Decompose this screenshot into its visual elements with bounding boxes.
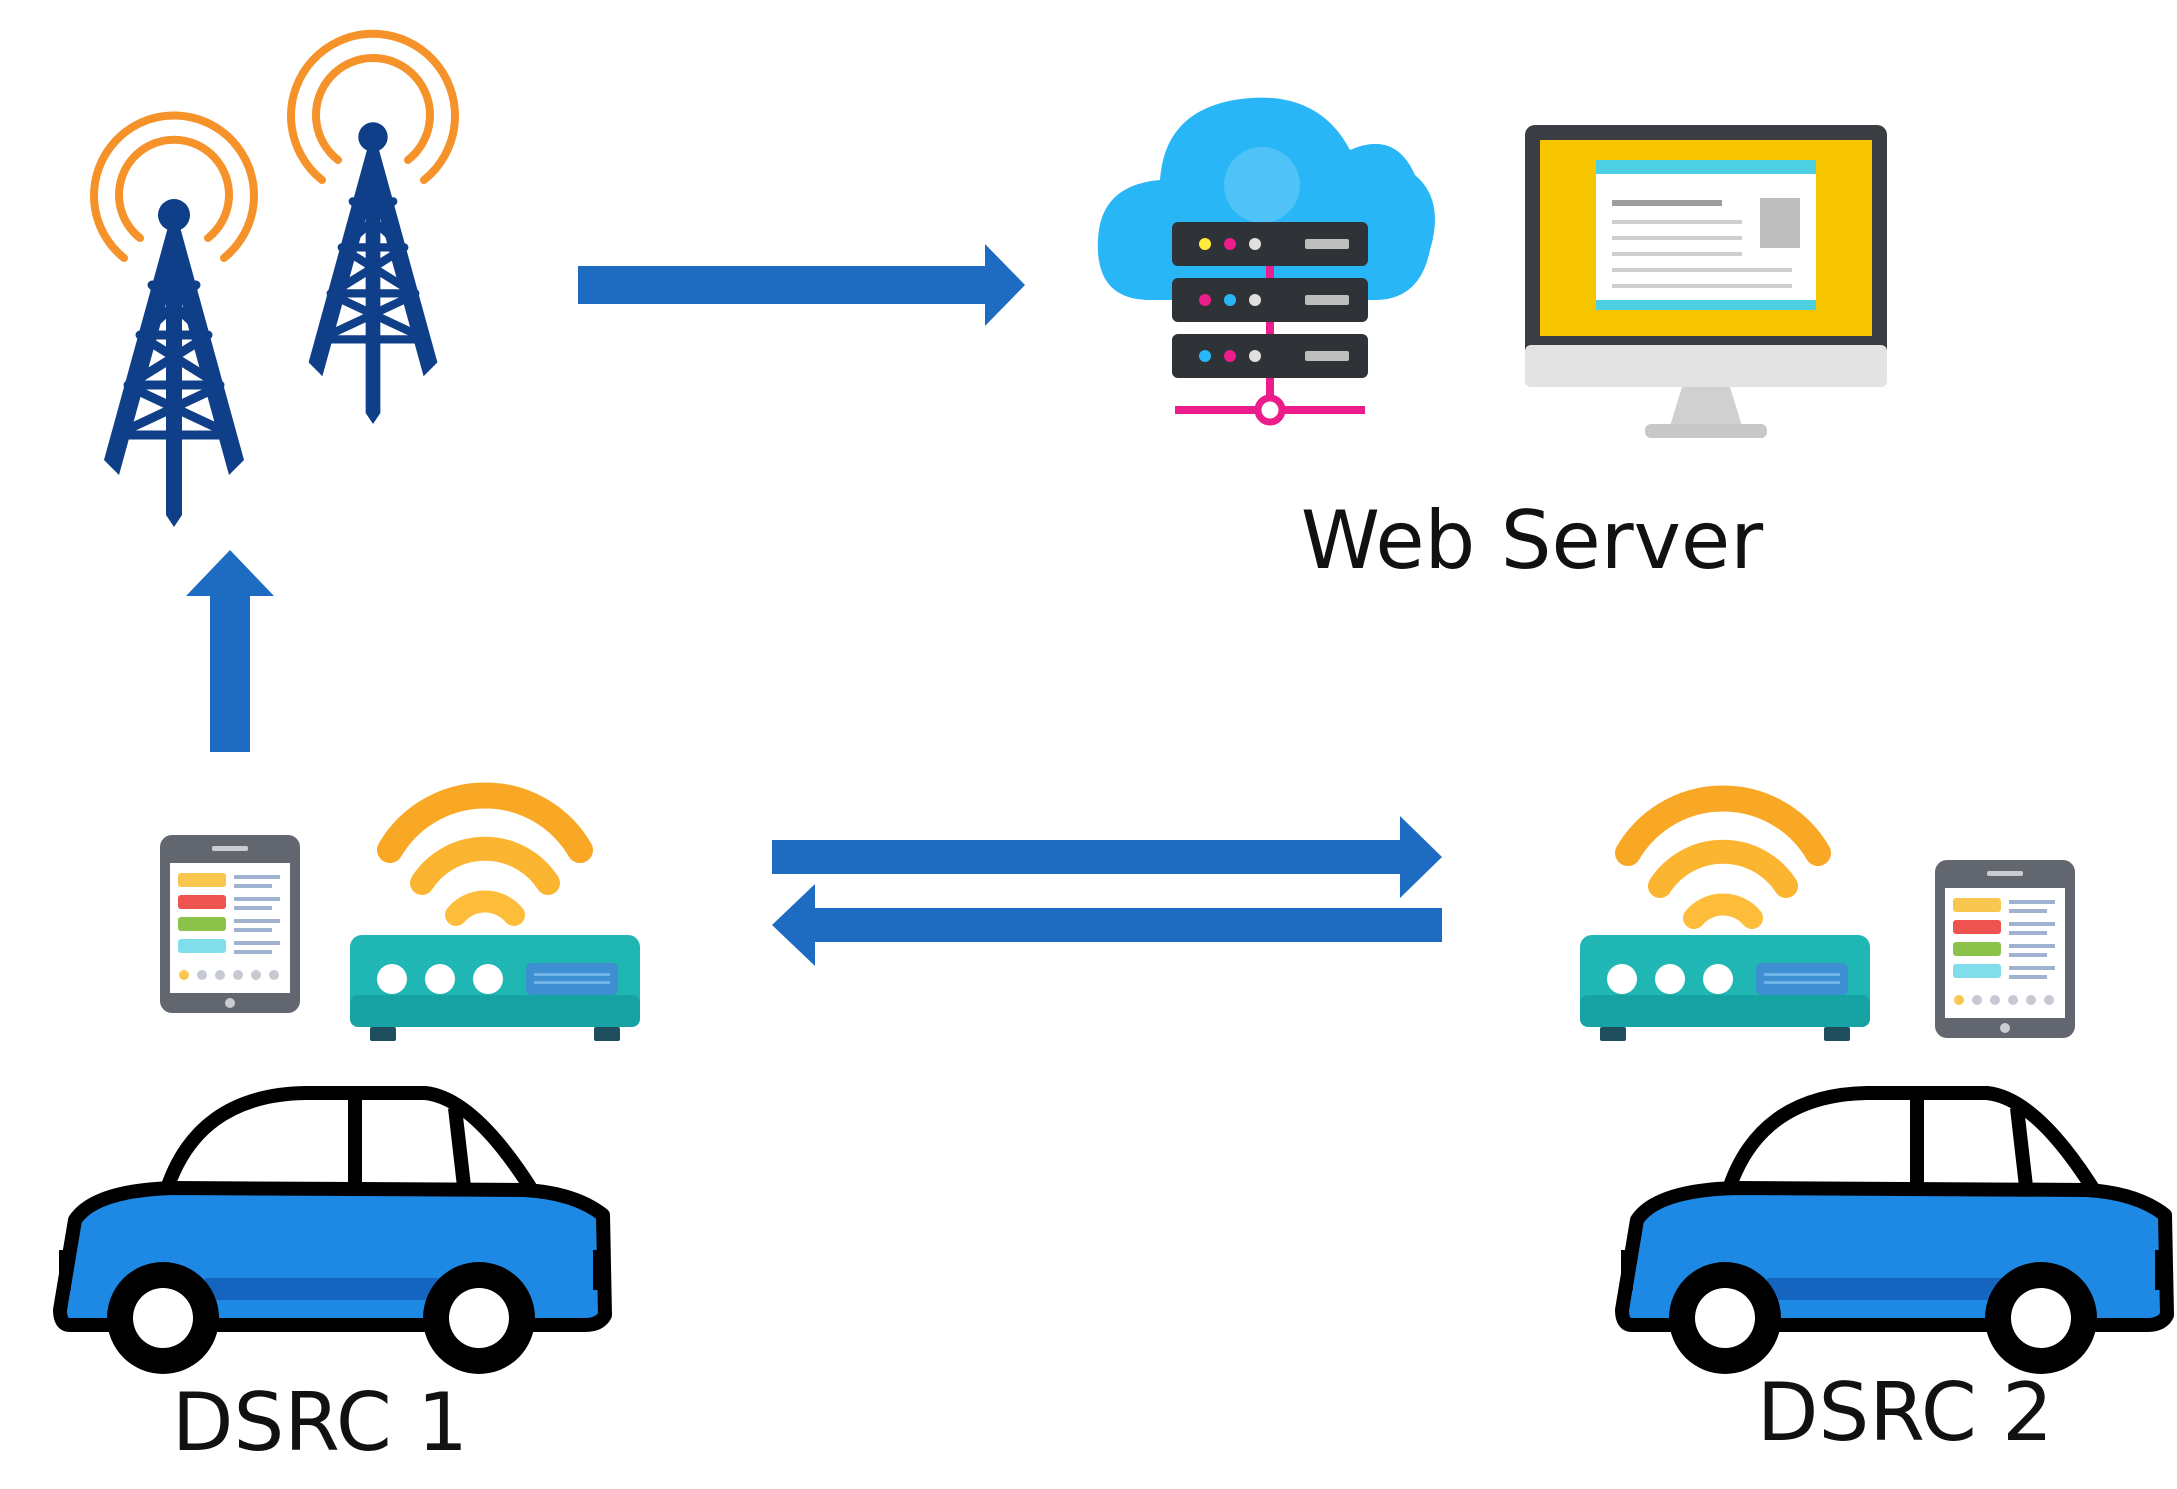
cell-tower-icon bbox=[90, 29, 459, 527]
car-icon bbox=[59, 1093, 607, 1374]
arrow-right-icon bbox=[578, 244, 1025, 326]
wifi-icon bbox=[390, 795, 580, 915]
arrow-left-icon bbox=[772, 884, 1442, 966]
dsrc1-tablet bbox=[160, 835, 300, 1013]
arrow-up-icon bbox=[186, 550, 274, 752]
dsrc1-label: DSRC 1 bbox=[172, 1376, 468, 1469]
monitor-icon bbox=[1525, 125, 1887, 438]
web-server-label: Web Server bbox=[1301, 494, 1763, 587]
router-icon bbox=[350, 935, 640, 1041]
arrow-right-icon bbox=[772, 816, 1442, 898]
car-icon bbox=[1621, 1093, 2169, 1374]
wifi-icon bbox=[1628, 798, 1818, 918]
router-icon bbox=[1580, 935, 1870, 1041]
dsrc2-tablet bbox=[1935, 860, 2075, 1038]
cloud-server-icon bbox=[1097, 97, 1435, 426]
dsrc2-label: DSRC 2 bbox=[1757, 1366, 2053, 1459]
